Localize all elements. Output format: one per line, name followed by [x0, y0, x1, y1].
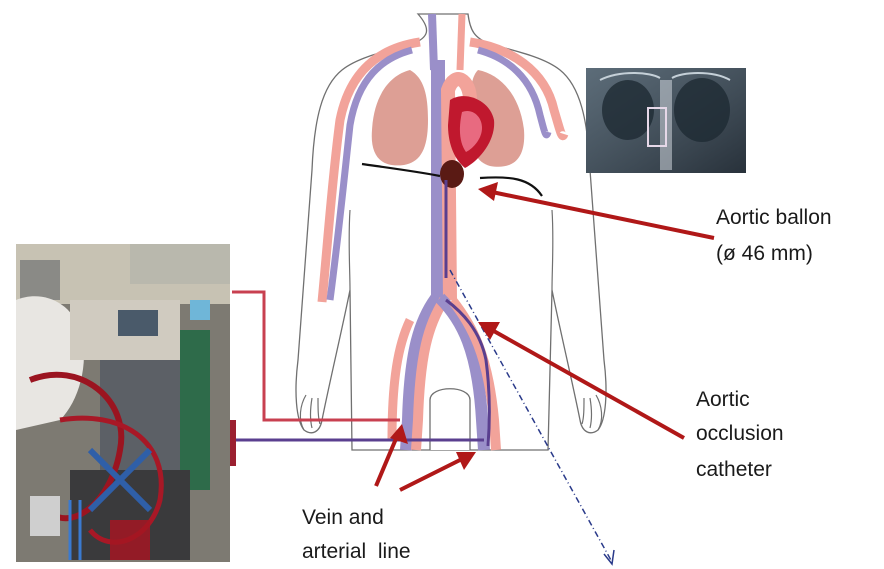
- aortic-catheter-label-3: catheter: [696, 456, 772, 483]
- vein-arterial-label-2: arterial line: [302, 538, 411, 565]
- aortic-catheter-label-2: occlusion: [696, 420, 784, 447]
- vein-arterial-label-1: Vein and: [302, 504, 384, 531]
- neck-artery: [460, 14, 462, 70]
- chest-xray-image: [586, 68, 746, 173]
- aortic-balloon-label-1: Aortic ballon: [716, 204, 832, 231]
- arrow-vein-right: [400, 452, 476, 490]
- aortic-balloon-label-2: (ø 46 mm): [716, 240, 813, 267]
- aortic-balloon: [440, 160, 464, 188]
- aortic-catheter-label-1: Aortic: [696, 386, 750, 413]
- ecmo-machine-photo: [16, 244, 230, 562]
